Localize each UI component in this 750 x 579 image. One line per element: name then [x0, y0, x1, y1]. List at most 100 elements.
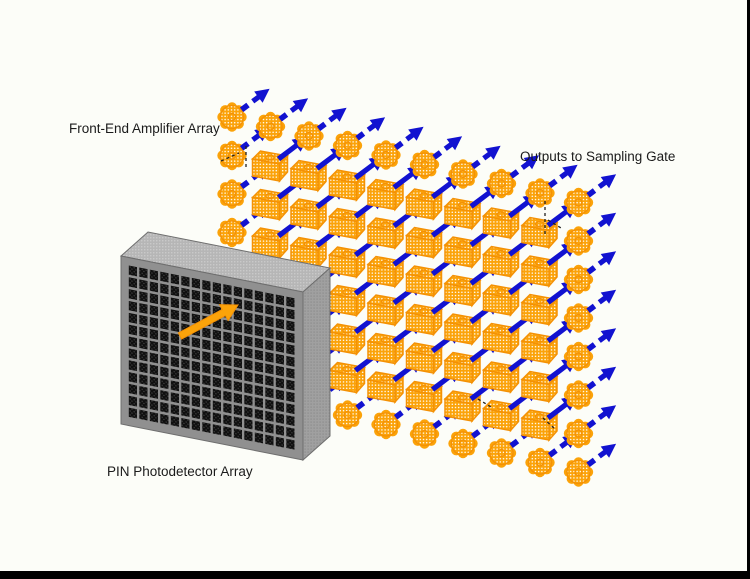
photodetector-cell [244, 288, 253, 300]
photodetector-cell [191, 337, 201, 349]
amplifier-cube [520, 332, 559, 365]
amplifier-gear [563, 457, 594, 487]
amplifier-gear [563, 187, 594, 218]
amplifier-cube [481, 245, 521, 279]
photodetector-cell [160, 307, 169, 319]
amplifier-cube [520, 409, 559, 442]
output-arrow-dash [278, 112, 289, 122]
photodetector-cell [191, 277, 201, 289]
photodetector-cell [191, 360, 201, 372]
photodetector-cell [160, 330, 169, 342]
photodetector-cell [149, 340, 158, 352]
photodetector-cell [265, 410, 274, 422]
output-arrow-head [597, 366, 617, 382]
photodetector-cell [202, 303, 211, 315]
photodetector-cell [139, 291, 148, 303]
photodetector-cell [128, 372, 137, 383]
amplifier-cube [520, 370, 559, 404]
photodetector-cell [286, 379, 295, 391]
photodetector-cell [149, 388, 158, 399]
photodetector-cell [286, 344, 295, 355]
output-arrow-head [328, 107, 347, 123]
photodetector-cell [128, 395, 137, 407]
photodetector-cell [286, 308, 295, 320]
photodetector-cell [286, 296, 295, 308]
amplifier-gear [332, 400, 363, 430]
photodetector-cell [149, 352, 158, 364]
amplifier-cube [366, 371, 405, 404]
photodetector-cell [244, 430, 253, 442]
tick-marks [220, 146, 562, 431]
photodetector-cell [233, 321, 243, 333]
photodetector-cell [254, 337, 264, 349]
photodetector-cell [202, 291, 211, 303]
photodetector-cell [181, 358, 190, 370]
amplifier-cube [366, 178, 405, 212]
output-arrow-dash [586, 303, 597, 313]
photodetector-cell [212, 341, 222, 353]
photodetector-cell [139, 314, 148, 326]
photodetector-cell [223, 355, 232, 367]
photodetector-cell [170, 285, 179, 297]
photodetector-cell [244, 394, 253, 406]
photodetector-cell [160, 354, 169, 366]
photodetector-cell [223, 319, 232, 331]
photodetector-cell [170, 344, 179, 356]
photodetector-cell [149, 364, 158, 376]
amplifier-gear [563, 226, 594, 256]
photodetector-cell [233, 309, 243, 321]
photodetector-cell [170, 332, 179, 344]
amplifier-gear [563, 341, 594, 372]
amplifier-cube [520, 293, 559, 327]
photodetector-cell [254, 385, 264, 397]
photodetector-cell [149, 269, 158, 281]
photodetector-cell [275, 306, 285, 318]
photodetector-cell [170, 368, 179, 380]
photodetector-cell [191, 396, 201, 408]
photodetector-cell [170, 380, 179, 392]
amplifier-cube [250, 150, 290, 183]
photodetector-cell [286, 355, 295, 367]
photodetector-cell [212, 376, 222, 388]
photodetector-cell [223, 343, 232, 355]
photodetector-cell [275, 294, 285, 306]
amplifier-cube [404, 303, 444, 337]
photodetector-cell [254, 397, 264, 408]
output-arrow-head [289, 98, 309, 113]
photodetector-cell [181, 382, 190, 394]
output-arrow-head [366, 117, 386, 132]
output-arrow-dash [355, 131, 366, 141]
amplifier-cube [443, 274, 482, 308]
photodetector-cell [181, 299, 190, 311]
photodetector-cell [160, 390, 169, 402]
photodetector-cell [191, 301, 201, 313]
amplifier-cube [327, 246, 367, 279]
photodetector-cell [233, 381, 243, 392]
photodetector-cell [244, 359, 253, 371]
photodetector-cell [233, 357, 243, 369]
photodetector-cell [149, 399, 158, 411]
photodetector-cell [191, 420, 201, 431]
photodetector-cell [244, 323, 253, 335]
photodetector-cell [223, 284, 232, 296]
output-arrow-head [597, 328, 617, 343]
photodetector-cell [254, 420, 264, 432]
photodetector-cell [275, 424, 285, 436]
output-arrow-dash [509, 169, 520, 179]
amplifier-cube [327, 284, 367, 318]
amplifier-gear [448, 428, 478, 459]
label-front-end-amplifier-array: Front-End Amplifier Array [69, 121, 220, 136]
amplifier-cube [443, 313, 482, 346]
photodetector-cell [170, 321, 179, 333]
photodetector-cell [265, 292, 274, 304]
amplifier-gear [486, 438, 517, 468]
photodetector-cell [181, 370, 190, 382]
photodetector-cell [275, 365, 285, 377]
photodetector-cell [160, 271, 169, 283]
amplifier-cube [289, 236, 328, 270]
photodetector-cell [244, 406, 253, 418]
bottom-border-bar [0, 571, 750, 579]
photodetector-cell [223, 367, 232, 378]
